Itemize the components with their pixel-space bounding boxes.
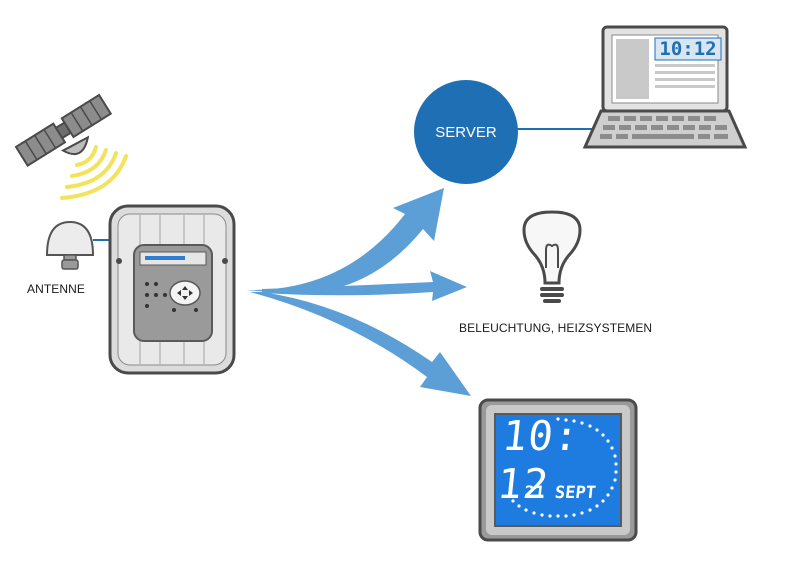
antenna-label: ANTENNE bbox=[27, 282, 86, 296]
wall-clock-date: 21 SEPT bbox=[523, 483, 597, 503]
laptop-icon bbox=[582, 25, 748, 149]
satellite-icon bbox=[14, 93, 113, 167]
server-label: SERVER bbox=[435, 123, 497, 141]
time-server-device-icon bbox=[108, 204, 236, 375]
laptop-screen-time: 10:12 bbox=[659, 38, 717, 60]
lighting-heating-label: BELEUCHTUNG, HEIZSYSTEMEN bbox=[459, 321, 653, 335]
distribution-arrows bbox=[246, 188, 471, 396]
antenna-icon bbox=[45, 220, 113, 270]
wall-clock-time: 10: 12 bbox=[495, 412, 623, 508]
wall-clock-icon bbox=[478, 398, 638, 542]
signal-waves-icon bbox=[60, 145, 128, 200]
server-icon bbox=[414, 80, 604, 184]
light-bulb-icon bbox=[522, 210, 582, 303]
